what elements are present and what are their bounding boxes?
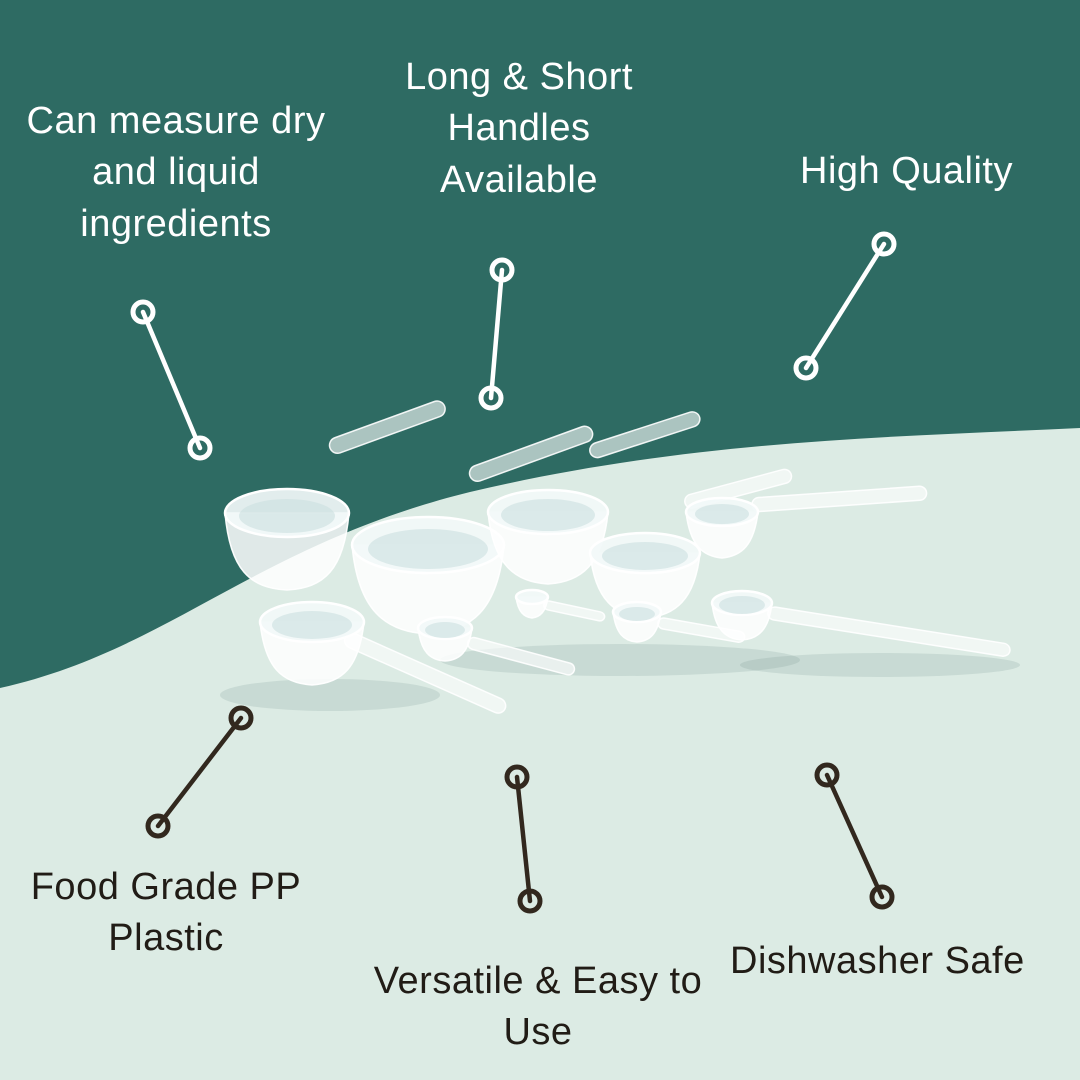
spoon-small-3 <box>611 600 746 643</box>
callout-long-short-handles: Long & Short Handles Available <box>405 56 633 201</box>
scoop-large-2 <box>350 425 594 635</box>
connector-foodgrade-icon <box>145 705 254 839</box>
scoop-shadow <box>220 679 440 711</box>
connector-dishwasher-icon <box>814 762 895 910</box>
mint-background-curve <box>0 428 1080 1080</box>
spoon-small-1 <box>416 615 576 676</box>
scoop-large-4 <box>588 468 793 619</box>
scoop-long-handle-top <box>684 485 928 559</box>
callout-dishwasher-safe: Dishwasher Safe <box>730 940 1025 982</box>
connector-measure-icon <box>130 299 213 461</box>
connector-handles-icon <box>478 257 515 411</box>
scoop-front-large <box>258 600 507 714</box>
scoop-shadow <box>740 653 1020 677</box>
callout-versatile-easy: Versatile & Easy to Use <box>373 960 703 1054</box>
scoop-large-1 <box>223 400 446 591</box>
connector-quality-icon <box>793 231 897 381</box>
callout-food-grade-plastic: Food Grade PP Plastic <box>30 866 302 960</box>
callout-high-quality: High Quality <box>800 150 1013 192</box>
callout-measure-ingredients: Can measure dry and liquid ingredients <box>26 100 326 245</box>
connector-versatile-icon <box>504 764 543 914</box>
spoon-long-handle-front <box>710 589 1011 657</box>
spoon-small-2 <box>514 588 606 622</box>
scoop-large-3 <box>486 411 701 585</box>
